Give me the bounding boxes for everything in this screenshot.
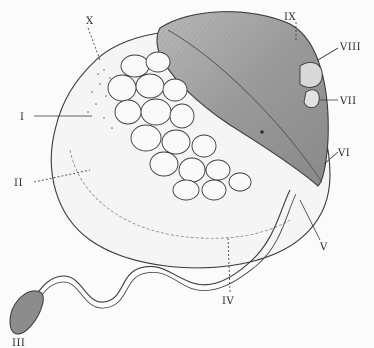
label-iii: III [12, 338, 25, 348]
terminal-bulb [10, 291, 43, 334]
label-vii: VII [339, 96, 357, 107]
label-vi: VI [337, 148, 350, 159]
label-viii: VIII [339, 42, 361, 53]
label-iv: IV [222, 296, 234, 307]
body-dot [260, 130, 263, 133]
label-ii: II [14, 178, 23, 189]
bulb-vii [304, 90, 319, 108]
label-x: X [86, 16, 94, 27]
label-i: I [20, 112, 24, 123]
label-ix: IX [284, 12, 296, 23]
label-v: V [319, 242, 328, 253]
bulb-viii [300, 62, 322, 87]
